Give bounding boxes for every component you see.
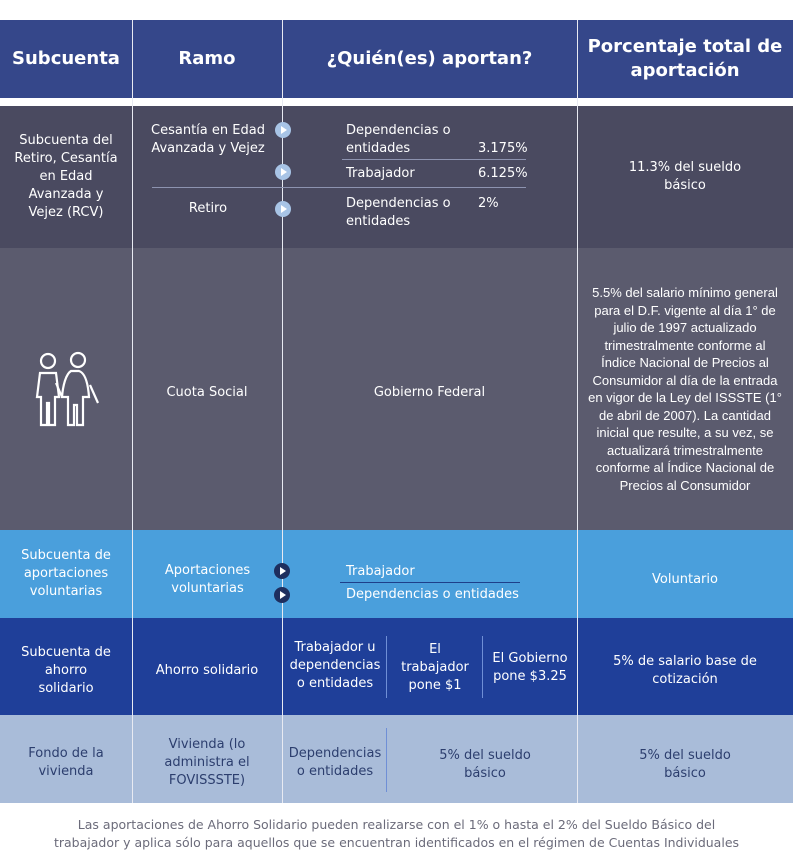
cuota-total: 5.5% del salario mínimo general para el …	[588, 285, 782, 493]
arrow-icon	[274, 563, 290, 579]
ahorro-trabajador-pone: El trabajador pone $1	[401, 642, 469, 693]
divider	[152, 187, 526, 188]
arrow-icon	[275, 164, 291, 180]
vivienda-pct: 5% del sueldo básico	[439, 748, 531, 781]
vivienda-subcuenta: Fondo de la vivienda	[28, 745, 104, 779]
cuota-aporta: Gobierno Federal	[373, 385, 486, 400]
voluntarias-total: Voluntario	[652, 572, 718, 587]
arrow-icon	[275, 201, 291, 217]
arrow-icon	[274, 587, 290, 603]
divider	[482, 636, 483, 698]
rcv-pct-dependencias: 3.175%	[478, 141, 528, 156]
vivienda-aporta: Dependencias o entidades	[288, 745, 382, 779]
ahorro-gobierno-pone: El Gobierno pone $3.25	[492, 651, 568, 684]
rcv-aporta-trabajador: Trabajador	[346, 166, 415, 181]
header-gap	[0, 98, 793, 106]
cuota-ramo: Cuota Social	[166, 385, 248, 400]
header-porcentaje: Porcentaje total de aportación	[577, 20, 793, 98]
rcv-pct-trabajador: 6.125%	[478, 166, 528, 181]
ahorro-ramo: Ahorro solidario	[155, 662, 259, 678]
rcv-total: 11.3% del sueldo básico	[628, 160, 742, 193]
elderly-couple-icon	[0, 248, 132, 530]
column-divider	[132, 20, 133, 803]
divider	[340, 582, 520, 583]
header-subcuenta: Subcuenta	[0, 20, 132, 98]
voluntarias-aporta-dependencias: Dependencias o entidades	[346, 587, 519, 602]
divider	[386, 636, 387, 698]
arrow-icon	[275, 122, 291, 138]
vivienda-ramo: Vivienda (lo administra el FOVISSSTE)	[164, 736, 250, 788]
column-divider	[282, 20, 283, 803]
rcv-aporta-dependencias: Dependencias o entidades	[346, 123, 451, 156]
divider	[386, 728, 387, 792]
ahorro-subcuenta: Subcuenta de ahorro solidario	[21, 644, 111, 696]
rcv-ramo-retiro: Retiro	[188, 201, 228, 216]
vivienda-total: 5% del sueldo básico	[639, 748, 731, 781]
divider	[342, 159, 526, 160]
header-quien-aportan: ¿Quién(es) aportan?	[282, 20, 577, 98]
rcv-aporta-retiro: Dependencias o entidades	[346, 196, 451, 229]
ahorro-aporta-trabajador-dependencias: Trabajador u dependencias o entidades	[289, 639, 381, 691]
header-ramo: Ramo	[132, 20, 282, 98]
rcv-subcuenta: Subcuenta del Retiro, Cesantía en Edad A…	[14, 133, 118, 220]
voluntarias-aporta-trabajador: Trabajador	[346, 564, 415, 579]
rcv-ramo-cesantia: Cesantía en Edad Avanzada y Vejez	[151, 123, 265, 156]
voluntarias-ramo: Aportaciones voluntarias	[164, 563, 251, 596]
ahorro-total: 5% de salario base de cotización	[613, 653, 757, 687]
column-divider	[577, 20, 578, 803]
footnote: Las aportaciones de Ahorro Solidario pue…	[53, 817, 740, 850]
voluntarias-subcuenta: Subcuenta de aportaciones voluntarias	[21, 548, 111, 599]
rcv-pct-retiro: 2%	[478, 196, 499, 211]
